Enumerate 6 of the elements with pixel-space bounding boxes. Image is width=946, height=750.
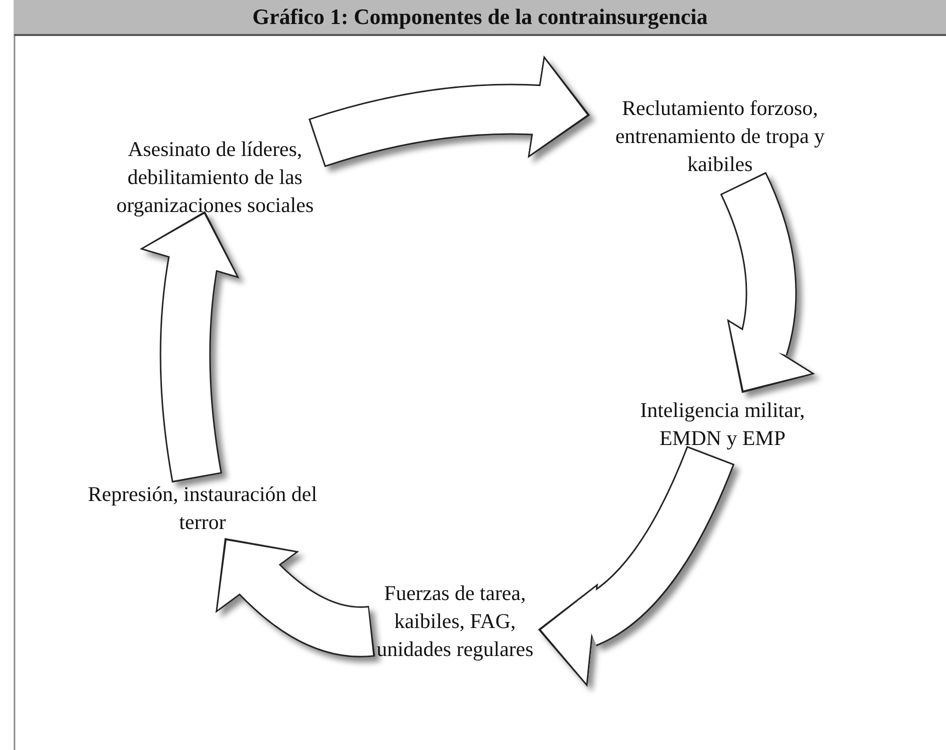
node-text: Asesinato de líderes, debilitamiento de las organizaciones sociales — [115, 136, 315, 219]
node-text: Reclutamiento forzoso, entrenamiento de tropa y kaibiles — [614, 94, 826, 178]
node-text: Inteligencia militar, EMDN y EMP — [639, 397, 806, 452]
node-text: Fuerzas de tarea, kaibiles, FAG, unidades regulares — [376, 580, 534, 663]
chart-title: Gráfico 1: Componentes de la contrainsurgencia — [14, 0, 946, 36]
node-text: Represión, instauración del terror — [86, 481, 318, 536]
